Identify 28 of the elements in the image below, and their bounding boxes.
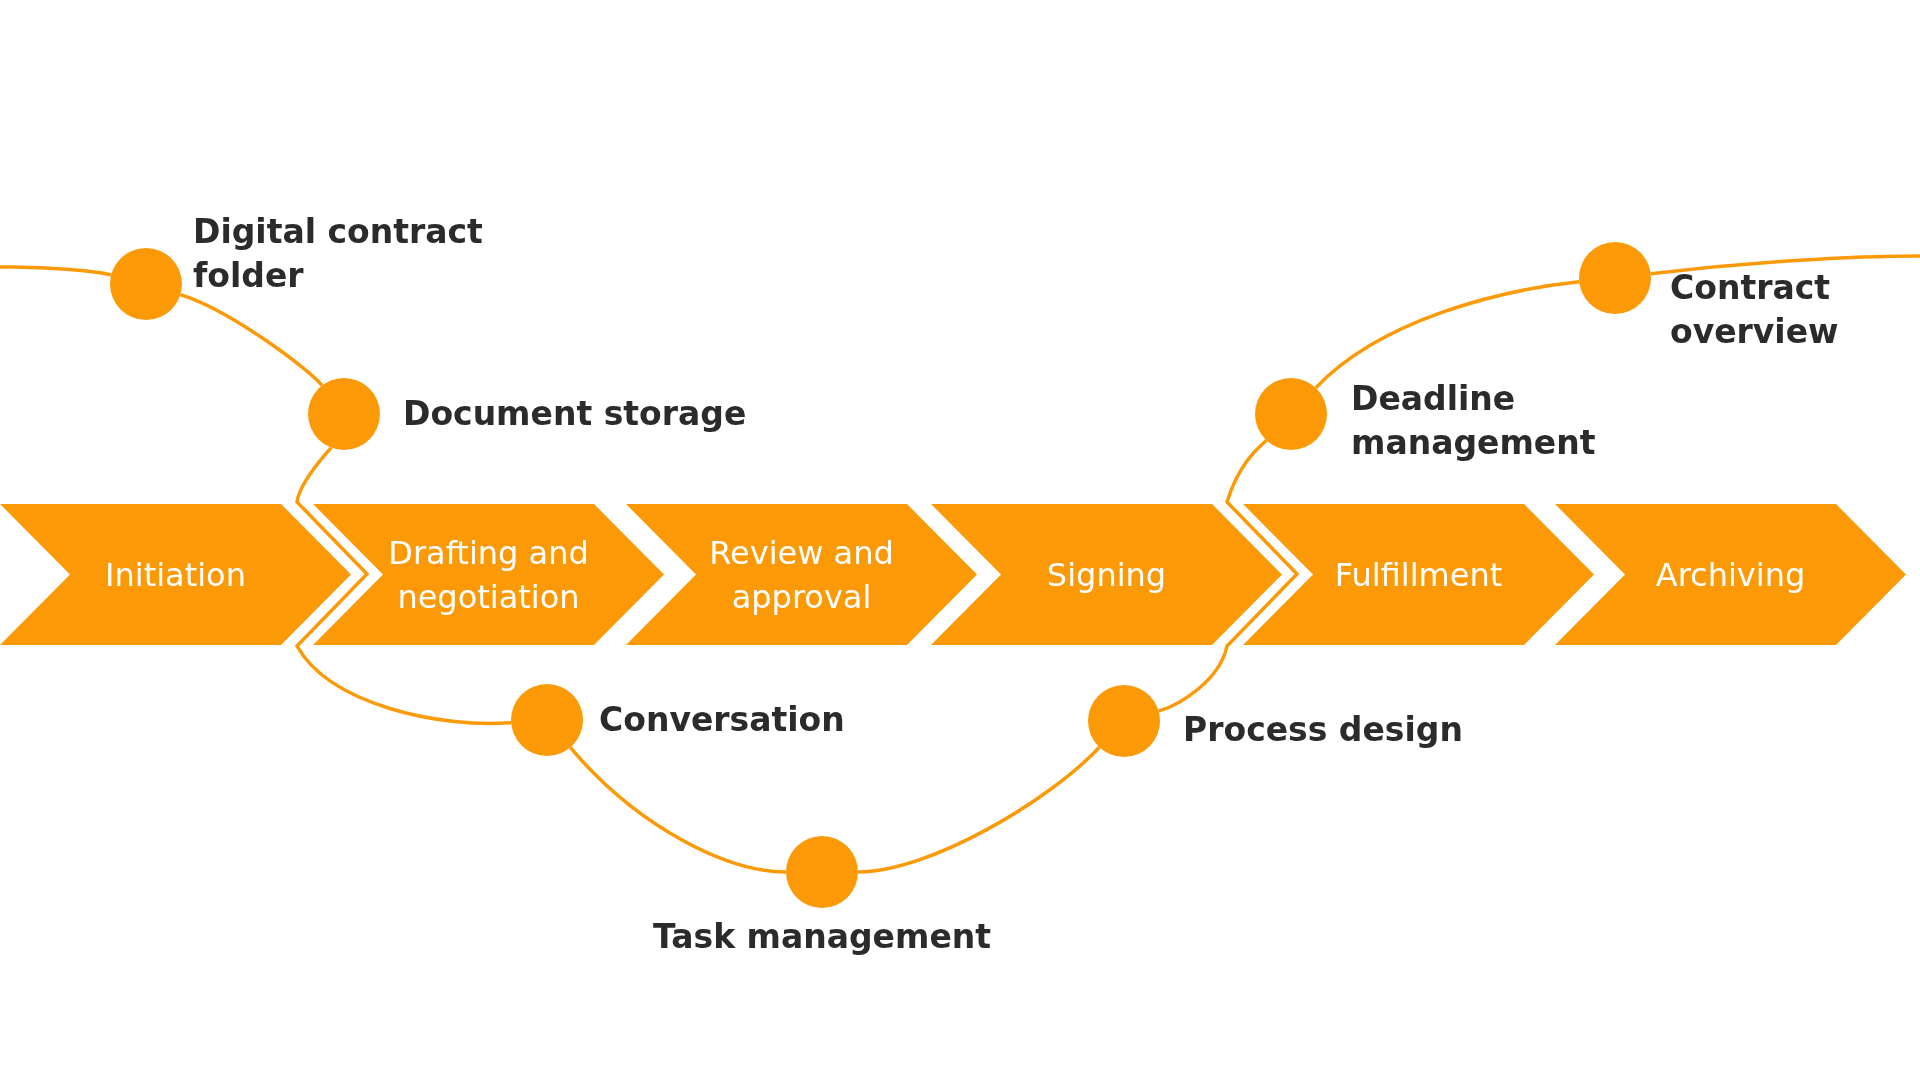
feature-label: Deadline management — [1351, 378, 1597, 464]
step-label: Initiation — [104, 554, 247, 596]
curve-line — [1158, 439, 1299, 713]
step-label: Drafting and negotiation — [387, 532, 590, 618]
milestone-dot — [1255, 378, 1327, 450]
step-label: Signing — [1045, 554, 1168, 596]
curve-line — [0, 265, 112, 277]
feature-label: Document storage — [403, 393, 747, 435]
feature-label: Contract overview — [1670, 267, 1840, 353]
step-label: Fulfillment — [1333, 554, 1504, 596]
feature-label: Conversation — [599, 699, 845, 741]
feature-label: Task management — [651, 916, 993, 958]
chevron-step — [313, 504, 664, 645]
chevron-step — [626, 504, 977, 645]
chevron-step — [0, 504, 351, 645]
feature-label: Digital contract folder — [193, 211, 484, 297]
chevron-step — [1243, 504, 1594, 645]
feature-label: Process design — [1183, 709, 1463, 751]
chevron-step — [1555, 504, 1906, 645]
curve-line — [295, 446, 512, 726]
curve-line — [1650, 254, 1920, 276]
curve-line — [1314, 280, 1580, 390]
curve-line — [179, 293, 324, 387]
curve-line — [568, 746, 787, 874]
step-label: Review and approval — [708, 532, 895, 618]
chevron-step — [931, 504, 1282, 645]
curve-line — [857, 746, 1101, 874]
step-label: Archiving — [1654, 554, 1807, 596]
